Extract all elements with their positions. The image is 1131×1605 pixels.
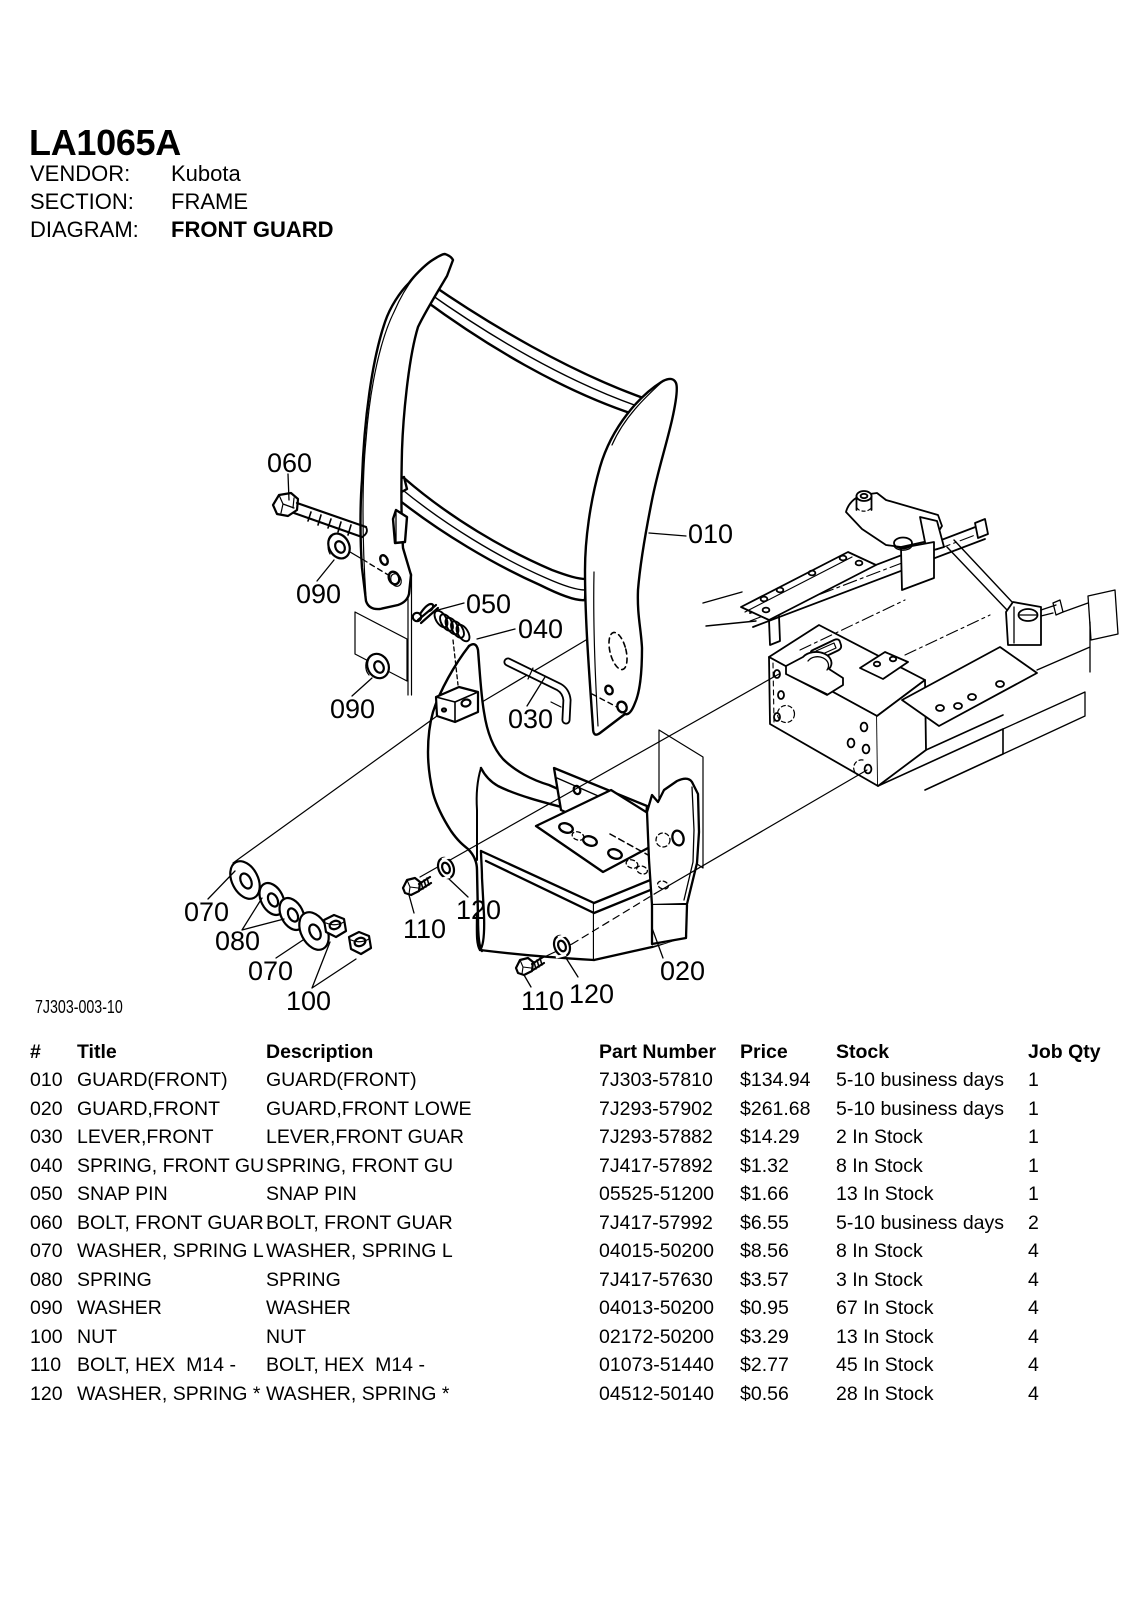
svg-text:030: 030 <box>508 704 553 734</box>
svg-text:050: 050 <box>466 589 511 619</box>
svg-text:120: 120 <box>569 979 614 1009</box>
svg-text:070: 070 <box>184 897 229 927</box>
svg-text:070: 070 <box>248 956 293 986</box>
svg-text:010: 010 <box>688 519 733 549</box>
svg-text:090: 090 <box>296 579 341 609</box>
svg-text:100: 100 <box>286 986 331 1016</box>
svg-text:7J303-003-10: 7J303-003-10 <box>35 997 123 1017</box>
svg-text:110: 110 <box>521 986 564 1016</box>
svg-text:060: 060 <box>267 448 312 478</box>
svg-text:080: 080 <box>215 926 260 956</box>
svg-text:020: 020 <box>660 956 705 986</box>
svg-text:040: 040 <box>518 614 563 644</box>
svg-text:110: 110 <box>403 914 446 944</box>
svg-text:120: 120 <box>456 895 501 925</box>
svg-text:090: 090 <box>330 694 375 724</box>
